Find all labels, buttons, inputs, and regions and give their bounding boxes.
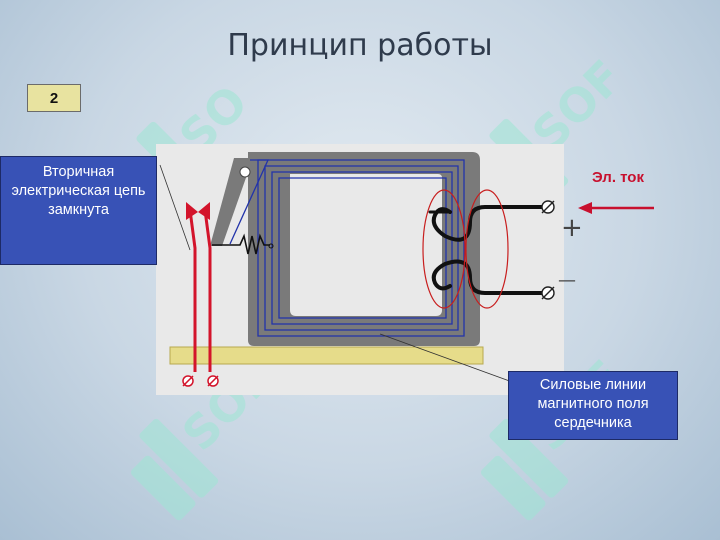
magnetic-core (248, 152, 480, 346)
callout-secondary-circuit: Вторичная электрическая цепь замкнута (0, 156, 157, 265)
secondary-terminal-left (182, 375, 194, 387)
secondary-circuit (188, 209, 212, 372)
spring-resistor (212, 233, 270, 255)
callout-field-lines: Силовые линии магнитного поля сердечника (508, 371, 678, 440)
leader-line-right (379, 333, 516, 384)
plus-sign: + (561, 213, 583, 243)
primary-terminal-top (541, 200, 555, 214)
page-title: Принцип работы (227, 28, 493, 63)
coil-outline-right (465, 189, 509, 309)
base-plate (169, 346, 484, 365)
primary-coil (428, 205, 547, 295)
secondary-terminal-right (207, 375, 219, 387)
leader-line-left (159, 164, 191, 251)
slide-number-badge: 2 (27, 84, 81, 112)
primary-terminal-bottom (541, 286, 555, 300)
secondary-contact (186, 202, 198, 220)
magnetic-field-lines (229, 159, 465, 337)
minus-sign: — (558, 270, 576, 291)
pivot-point (239, 166, 251, 178)
resistor-terminal (268, 243, 274, 249)
coil-outline-left (422, 189, 466, 309)
current-arrow (578, 202, 654, 214)
secondary-contact-right (198, 202, 210, 220)
current-label: Эл. ток (592, 169, 644, 186)
armature (210, 158, 248, 246)
